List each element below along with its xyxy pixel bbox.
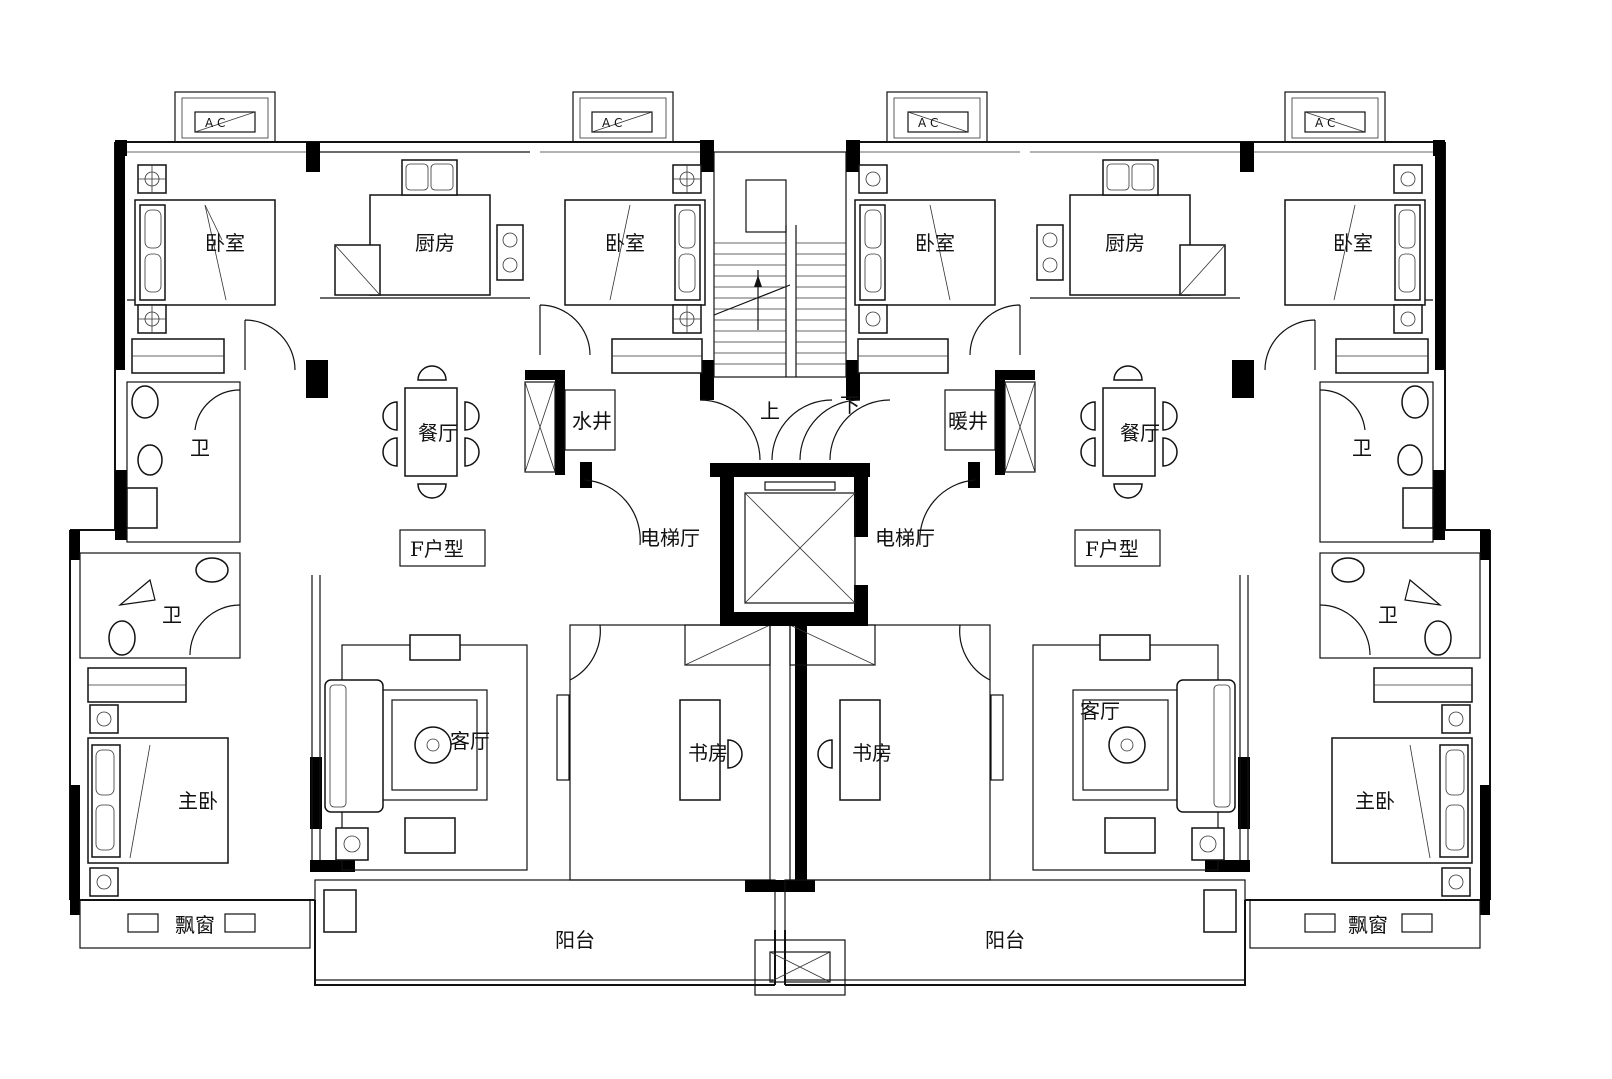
bedroom-top-center-left: 卧室: [539, 164, 706, 374]
study-left: 书房: [556, 624, 771, 881]
ac-label: A C: [918, 116, 938, 130]
stair-core: 上 下: [713, 151, 891, 461]
bay-window-left: 飘窗: [79, 899, 311, 949]
room-label-bedroom: 卧室: [205, 231, 245, 255]
floor-lamp-icon: [335, 827, 369, 861]
room-label-balcony: 阳台: [555, 928, 595, 952]
living-room-left: 客厅: [311, 575, 528, 871]
ac-label: A C: [205, 116, 225, 130]
room-label-study: 书房: [852, 741, 892, 765]
room-label-elevator-hall: 电梯厅: [875, 526, 935, 550]
room-label-bathroom: 卫: [1352, 436, 1372, 460]
room-label-bathroom: 卫: [1378, 603, 1398, 627]
stair-treads: [714, 242, 846, 365]
bedroom-top-left: 卧室: [127, 164, 296, 374]
bathroom-lower-left: 卫: [79, 552, 241, 659]
room-label-bathroom: 卫: [190, 436, 210, 460]
room-label-dining: 餐厅: [418, 421, 458, 445]
room-label-bedroom: 卧室: [915, 231, 955, 255]
room-label-study: 书房: [688, 741, 728, 765]
room-label-heating-shaft: 暖井: [948, 409, 988, 433]
ac-label: A C: [1315, 116, 1335, 130]
nightstand-icon: [89, 867, 119, 897]
unit-left: 卧室 厨房: [69, 91, 815, 986]
nightstand-icon: [137, 164, 167, 194]
kitchen-left: 厨房: [320, 151, 530, 299]
room-label-bay-window: 飘窗: [175, 913, 215, 937]
room-label-kitchen: 厨房: [1105, 231, 1145, 255]
room-label-balcony: 阳台: [985, 928, 1025, 952]
unit-right-labels: 卧室 厨房 卧室 卫 卫 餐厅 F户型 暖井 电梯厅 客厅 主卧 飘窗 阳台 书…: [852, 231, 1398, 952]
nightstand-icon: [672, 304, 702, 334]
balcony-center-planter: [754, 939, 846, 996]
nightstand-icon: [672, 164, 702, 194]
dining-area-left: 餐厅: [382, 365, 480, 499]
elevator-core: [710, 463, 870, 626]
stair-up-label: 上: [760, 399, 780, 423]
unit-right-geometry: [745, 91, 1491, 986]
master-bedroom-left: 主卧: [87, 667, 229, 897]
ac-unit-2: [572, 91, 674, 143]
room-label-living: 客厅: [450, 729, 490, 753]
room-label-bedroom: 卧室: [605, 231, 645, 255]
unit-type-badge-left: F户型: [399, 529, 486, 567]
wardrobe-icon: [611, 338, 703, 374]
stair-down-label: 下: [840, 393, 860, 417]
room-label-water-shaft: 水井: [572, 409, 612, 433]
bathroom-upper-left: 卫: [126, 381, 241, 543]
room-label-bay-window: 飘窗: [1348, 913, 1388, 937]
room-label-bedroom: 卧室: [1333, 231, 1373, 255]
unit-type-label: F户型: [1085, 537, 1139, 561]
balcony-left: 阳台: [314, 879, 776, 981]
room-label-living: 客厅: [1080, 699, 1120, 723]
room-label-kitchen: 厨房: [415, 231, 455, 255]
room-label-elevator-hall: 电梯厅: [640, 526, 700, 550]
room-label-bathroom: 卫: [162, 603, 182, 627]
room-label-dining: 餐厅: [1120, 421, 1160, 445]
ac-label: A C: [602, 116, 622, 130]
room-label-master-bedroom: 主卧: [178, 789, 218, 813]
water-shaft: 水井: [524, 381, 616, 473]
wardrobe-icon: [131, 338, 225, 374]
unit-type-label: F户型: [410, 537, 464, 561]
nightstand-icon: [137, 304, 167, 334]
stove-icon: [496, 224, 524, 281]
ac-unit-labels: A C A C A C A C: [205, 116, 1335, 130]
ac-unit-1: [174, 91, 276, 143]
room-label-master-bedroom: 主卧: [1355, 789, 1395, 813]
nightstand-icon: [89, 704, 119, 734]
